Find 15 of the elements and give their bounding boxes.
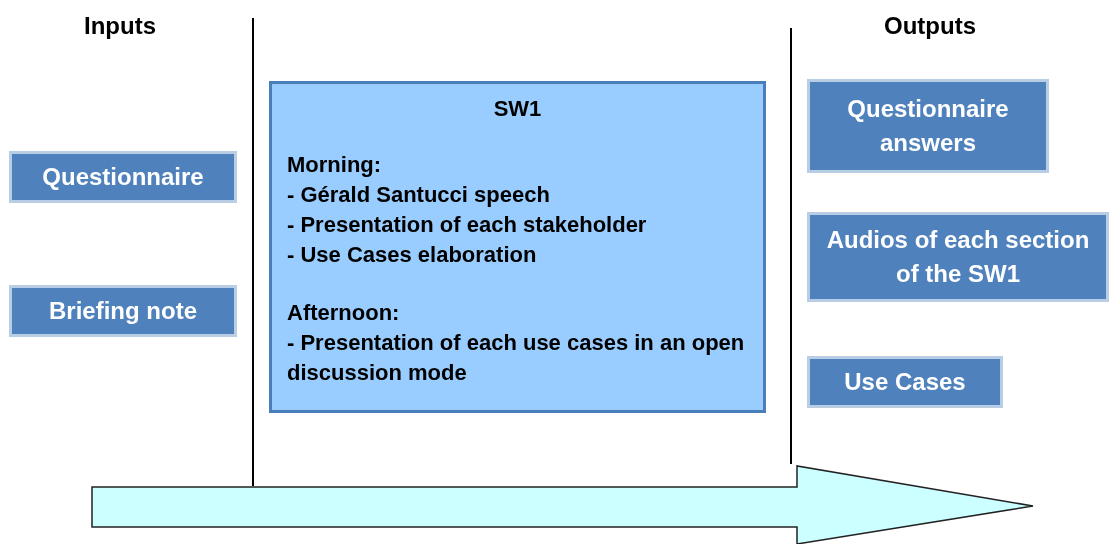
document-box: Questionnaire answers [807,79,1049,173]
document-box: Audios of each section of the SW1 [807,212,1109,302]
document-box: Use Cases [807,356,1003,408]
list-item: - Gérald Santucci speech [287,181,551,209]
list-item: - Use Cases elaboration [287,241,538,269]
column-heading: Inputs [84,11,156,41]
box-title: SW1 [493,95,542,123]
list-item: - Presentation of each stakeholder [287,211,648,239]
section-heading: Afternoon: [287,299,401,327]
list-item: - Presentation of each use cases in an open discussion mode [287,329,746,387]
section-heading: Morning: [287,151,383,179]
process-box [269,81,766,413]
column-heading: Outputs [884,11,976,41]
document-box: Questionnaire [9,151,237,203]
document-box: Briefing note [9,285,237,337]
